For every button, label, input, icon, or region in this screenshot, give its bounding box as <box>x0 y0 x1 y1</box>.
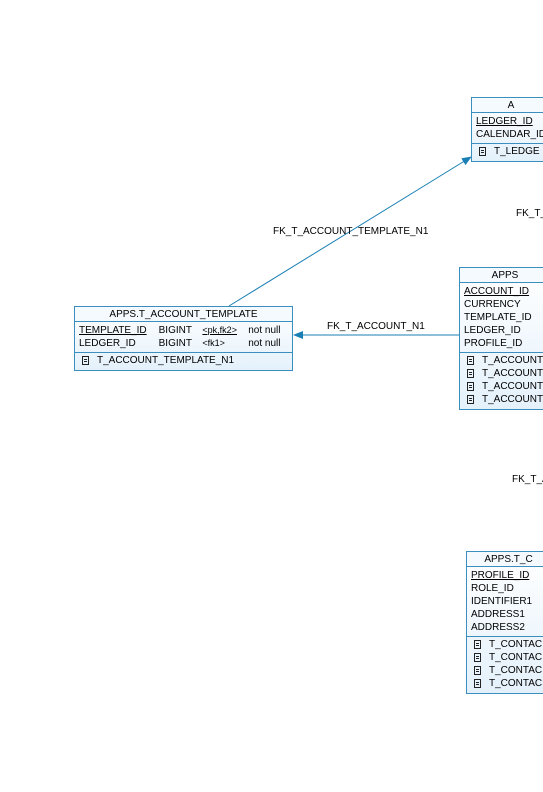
fk-contact-account-label: FK_T_A <box>512 474 543 485</box>
entity-account-template[interactable]: APPS.T_ACCOUNT_TEMPLATE TEMPLATE_ID BIGI… <box>74 306 293 371</box>
index-icon <box>467 395 474 404</box>
column-row[interactable]: CURRENCY <box>464 298 543 311</box>
column-name: CALENDAR_ID <box>476 129 543 140</box>
index-icon <box>474 640 481 649</box>
index-name: T_ACCOUNT <box>482 381 543 392</box>
index-list: T_LEDGE <box>472 144 543 160</box>
column-row[interactable]: LEDGER_ID <box>476 115 543 128</box>
column-row[interactable]: ADDRESS1 <box>471 608 543 621</box>
index-icon <box>474 679 481 688</box>
column-list: TEMPLATE_ID BIGINT <pk,fk2> not null LED… <box>75 322 292 353</box>
fk-template-ledger-line[interactable] <box>228 156 472 307</box>
index-row[interactable]: T_ACCOUNT_TEMPLATE_N1 <box>79 354 288 367</box>
index-row[interactable]: T_CONTAC <box>471 664 543 677</box>
column-row[interactable]: TEMPLATE_ID BIGINT <pk,fk2> not null <box>79 324 288 337</box>
index-name: T_CONTAC <box>489 665 543 676</box>
index-icon <box>82 356 89 365</box>
entity-title: A <box>472 98 543 113</box>
column-name: CURRENCY <box>464 299 521 310</box>
column-name: ADDRESS2 <box>471 622 525 633</box>
column-name: ROLE_ID <box>471 583 514 594</box>
column-name: PROFILE_ID <box>464 338 523 349</box>
column-name: LEDGER_ID <box>79 338 136 349</box>
index-name: T_ACCOUNT <box>482 368 543 379</box>
index-icon <box>467 382 474 391</box>
index-icon <box>479 147 486 156</box>
index-name: T_CONTAC <box>489 678 543 689</box>
index-row[interactable]: T_ACCOUNT <box>464 354 543 367</box>
index-row[interactable]: T_ACCOUNT <box>464 367 543 380</box>
column-nullable: not null <box>248 338 281 349</box>
column-name: PROFILE_ID <box>471 570 530 581</box>
column-nullable: not null <box>248 325 281 336</box>
column-row[interactable]: TEMPLATE_ID <box>464 311 543 324</box>
index-name: T_ACCOUNT_TEMPLATE_N1 <box>97 355 235 366</box>
column-row[interactable]: ROLE_ID <box>471 582 543 595</box>
column-row[interactable]: ADDRESS2 <box>471 621 543 634</box>
column-type: BIGINT <box>158 325 192 336</box>
entity-contact[interactable]: APPS.T_C PROFILE_ID ROLE_ID IDENTIFIER1 … <box>466 551 543 694</box>
column-row[interactable]: PROFILE_ID <box>464 337 543 350</box>
column-keys: <fk1> <box>202 338 225 348</box>
fk-template-ledger-label: FK_T_ACCOUNT_TEMPLATE_N1 <box>273 226 429 237</box>
index-name: T_CONTAC <box>489 652 543 663</box>
fk-account-template-label: FK_T_ACCOUNT_N1 <box>327 321 425 332</box>
column-row[interactable]: IDENTIFIER1 <box>471 595 543 608</box>
index-row[interactable]: T_CONTAC <box>471 677 543 690</box>
index-row[interactable]: T_CONTAC <box>471 651 543 664</box>
index-icon <box>467 356 474 365</box>
column-row[interactable]: ACCOUNT_ID <box>464 285 543 298</box>
column-row[interactable]: CALENDAR_ID <box>476 128 543 141</box>
column-list: LEDGER_ID CALENDAR_ID <box>472 113 543 144</box>
index-name: T_LEDGE <box>494 146 540 157</box>
column-row[interactable]: LEDGER_ID BIGINT <fk1> not null <box>79 337 288 350</box>
index-row[interactable]: T_LEDGE <box>476 145 543 158</box>
index-name: T_ACCOUNT <box>482 355 543 366</box>
index-icon <box>474 666 481 675</box>
column-name: TEMPLATE_ID <box>464 312 532 323</box>
column-name: ACCOUNT_ID <box>464 286 530 297</box>
column-type: BIGINT <box>158 338 192 349</box>
column-keys: <pk,fk2> <box>202 325 237 335</box>
column-row[interactable]: LEDGER_ID <box>464 324 543 337</box>
column-name: IDENTIFIER1 <box>471 596 533 607</box>
entity-title: APPS.T_ACCOUNT_TEMPLATE <box>75 307 292 322</box>
fk-account-ledger-label: FK_T_ <box>516 208 543 219</box>
index-name: T_ACCOUNT <box>482 394 543 405</box>
entity-title: APPS <box>460 268 543 283</box>
column-list: ACCOUNT_ID CURRENCY TEMPLATE_ID LEDGER_I… <box>460 283 543 353</box>
column-list: PROFILE_ID ROLE_ID IDENTIFIER1 ADDRESS1 … <box>467 567 543 637</box>
column-name: LEDGER_ID <box>476 116 533 127</box>
index-icon <box>467 369 474 378</box>
column-name: ADDRESS1 <box>471 609 525 620</box>
index-name: T_CONTAC <box>489 639 543 650</box>
entity-account[interactable]: APPS ACCOUNT_ID CURRENCY TEMPLATE_ID LED… <box>459 267 543 410</box>
index-list: T_ACCOUNT_TEMPLATE_N1 <box>75 353 292 369</box>
index-icon <box>474 653 481 662</box>
column-name: LEDGER_ID <box>464 325 521 336</box>
entity-title: APPS.T_C <box>467 552 543 567</box>
index-list: T_CONTAC T_CONTAC T_CONTAC T_CONTAC <box>467 637 543 692</box>
index-list: T_ACCOUNT T_ACCOUNT T_ACCOUNT T_ACCOUNT <box>460 353 543 408</box>
entity-ledger[interactable]: A LEDGER_ID CALENDAR_ID T_LEDGE <box>471 97 543 162</box>
index-row[interactable]: T_ACCOUNT <box>464 393 543 406</box>
column-row[interactable]: PROFILE_ID <box>471 569 543 582</box>
index-row[interactable]: T_ACCOUNT <box>464 380 543 393</box>
index-row[interactable]: T_CONTAC <box>471 638 543 651</box>
column-name: TEMPLATE_ID <box>79 325 147 336</box>
